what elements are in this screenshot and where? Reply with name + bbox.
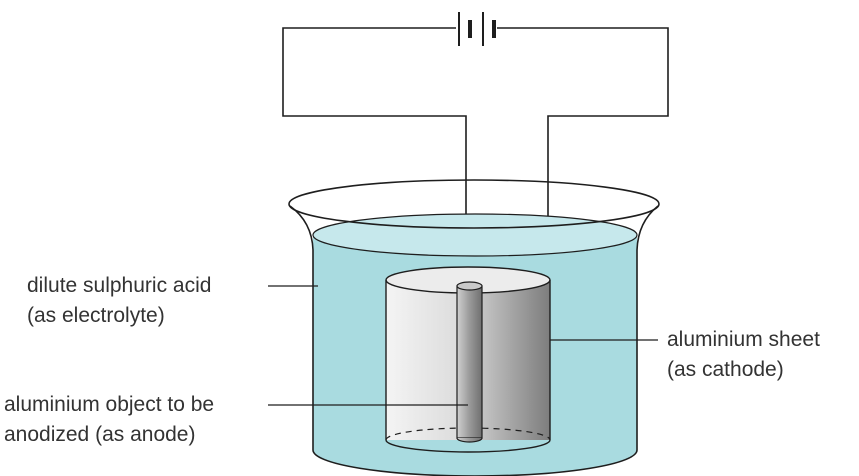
label-cathode-line1: aluminium sheet [667, 328, 820, 351]
beaker-left-wall [289, 205, 314, 450]
beaker [288, 179, 660, 476]
beaker-base [312, 449, 638, 476]
beaker-rim [288, 179, 660, 229]
label-anode: aluminium object to be anodized (as anod… [4, 390, 214, 450]
label-anode-line1: aluminium object to be [4, 393, 215, 416]
label-anode-line2: anodized (as anode) [4, 423, 196, 446]
label-electrolyte-line1: dilute sulphuric acid [27, 274, 212, 297]
aluminium-rod [456, 281, 483, 443]
label-cathode: aluminium sheet (as cathode) [667, 325, 820, 385]
electrolyte-surface [312, 213, 638, 257]
label-electrolyte: dilute sulphuric acid (as electrolyte) [27, 271, 211, 331]
label-cathode-line2: (as cathode) [667, 358, 784, 381]
wire-left [282, 27, 467, 282]
leader-lines [268, 285, 658, 406]
beaker-right-wall [636, 205, 659, 450]
battery-icon [458, 12, 496, 46]
label-electrolyte-line2: (as electrolyte) [27, 304, 165, 327]
